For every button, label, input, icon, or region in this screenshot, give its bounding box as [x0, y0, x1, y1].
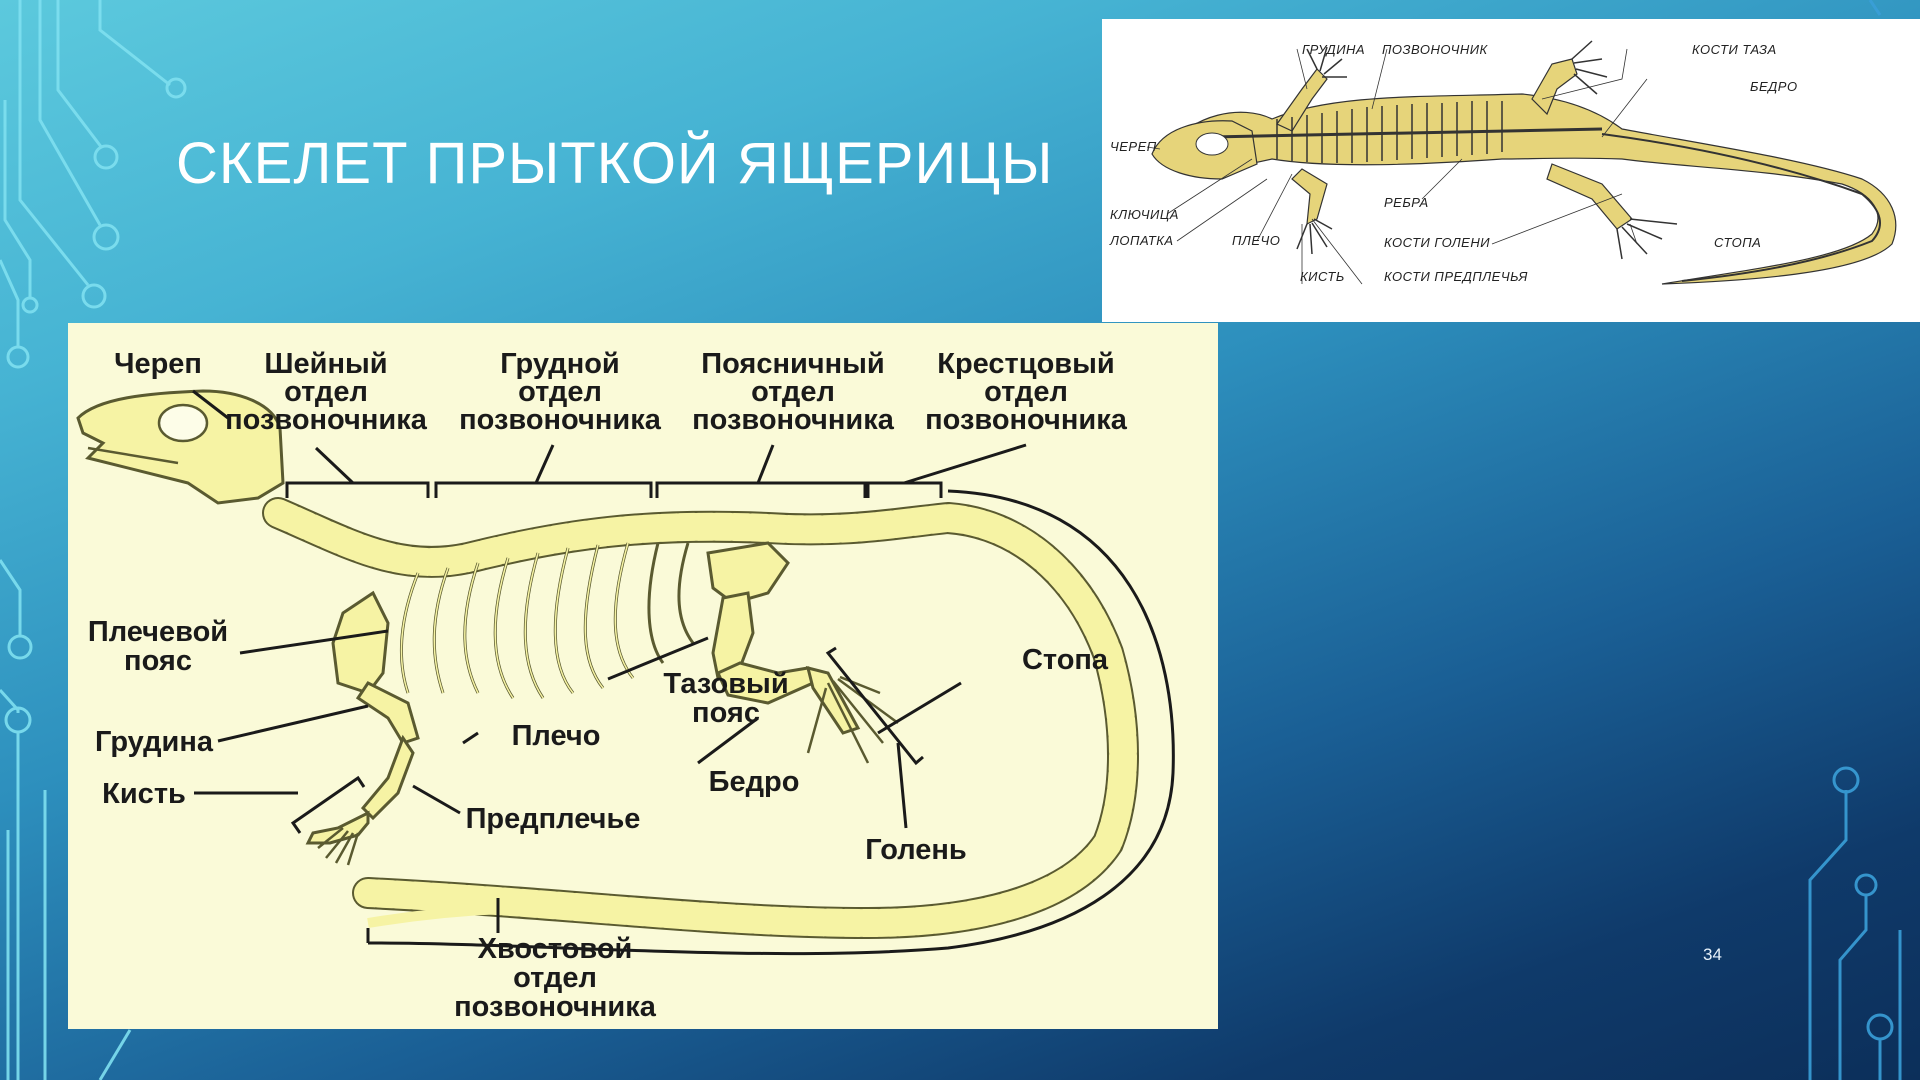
- label-pelvic-girdle-1: Тазовый: [663, 668, 788, 700]
- label-hand: Кисть: [102, 778, 186, 810]
- top-label-humerus: ПЛЕЧО: [1232, 233, 1280, 248]
- label-cervical-1: Шейный: [264, 348, 387, 380]
- label-sacral-2: отдел: [984, 376, 1068, 408]
- bracket-foot: [825, 646, 924, 766]
- hand: [305, 810, 370, 845]
- label-thoracic-3: позвоночника: [459, 404, 662, 436]
- skull-orbit: [157, 403, 209, 443]
- top-label-scapula: ЛОПАТКА: [1109, 233, 1174, 248]
- top-skull-orbit: [1195, 132, 1229, 156]
- label-sacral-3: позвоночника: [925, 404, 1128, 436]
- label-thoracic-1: Грудной: [500, 348, 620, 380]
- label-sternum: Грудина: [95, 726, 214, 758]
- label-foot: Стопа: [1022, 644, 1109, 676]
- top-label-shin: КОСТИ ГОЛЕНИ: [1384, 235, 1490, 250]
- label-femur: Бедро: [709, 766, 800, 798]
- top-label-forearm: КОСТИ ПРЕДПЛЕЧЬЯ: [1384, 269, 1528, 284]
- top-label-femur: БЕДРО: [1750, 79, 1798, 94]
- top-label-ribs: РЕБРА: [1384, 195, 1429, 210]
- label-humerus: Плечо: [512, 720, 601, 752]
- label-lumbar-2: отдел: [751, 376, 835, 408]
- forearm: [360, 734, 415, 821]
- top-label-pelvis: КОСТИ ТАЗА: [1692, 42, 1777, 57]
- pelvic-girdle: [706, 541, 790, 605]
- top-label-hand: КИСТЬ: [1300, 269, 1345, 284]
- label-shoulder-girdle-2: пояс: [124, 645, 192, 677]
- label-cervical-3: позвоночника: [225, 404, 428, 436]
- label-sacral-1: Крестцовый: [937, 348, 1114, 380]
- label-shin: Голень: [865, 834, 967, 866]
- label-cervical-2: отдел: [284, 376, 368, 408]
- lizard-skeleton-top-view-diagram: ГРУДИНА ПОЗВОНОЧНИК КОСТИ ТАЗА БЕДРО ЧЕР…: [1102, 19, 1920, 322]
- bracket-thoracic: [434, 481, 653, 498]
- tail-bracket-line: [367, 489, 1175, 956]
- label-forearm: Предплечье: [466, 803, 641, 835]
- bracket-hand: [290, 775, 366, 834]
- top-label-sternum: ГРУДИНА: [1302, 42, 1365, 57]
- label-tail-1: Хвостовой: [478, 933, 633, 965]
- top-label-clavicle: КЛЮЧИЦА: [1110, 207, 1179, 222]
- label-thoracic-2: отдел: [518, 376, 602, 408]
- top-label-spine: ПОЗВОНОЧНИК: [1382, 42, 1489, 57]
- label-lumbar-1: Поясничный: [701, 348, 885, 380]
- lizard-skeleton-side-view-diagram: Череп Шейный отдел позвоночника Грудной …: [68, 323, 1218, 1029]
- main-skeleton-svg: Череп Шейный отдел позвоночника Грудной …: [76, 348, 1175, 1023]
- label-shoulder-girdle-1: Плечевой: [88, 616, 228, 648]
- shoulder-girdle: [331, 590, 390, 695]
- top-skeleton-svg: ГРУДИНА ПОЗВОНОЧНИК КОСТИ ТАЗА БЕДРО ЧЕР…: [1109, 40, 1897, 285]
- skull: [76, 389, 285, 505]
- top-label-skull: ЧЕРЕП: [1110, 139, 1157, 154]
- slide-number: 34: [1703, 945, 1722, 964]
- top-label-foot: СТОПА: [1714, 235, 1761, 250]
- label-tail-2: отдел: [513, 962, 597, 994]
- label-pelvic-girdle-2: пояс: [692, 697, 760, 729]
- bracket-sacral: [866, 481, 943, 498]
- label-lumbar-3: позвоночника: [692, 404, 895, 436]
- bracket-cervical: [285, 481, 430, 498]
- label-skull: Череп: [114, 348, 202, 380]
- bracket-lumbar: [655, 481, 867, 498]
- slide-title: СКЕЛЕТ ПРЫТКОЙ ЯЩЕРИЦЫ: [176, 131, 1054, 196]
- label-tail-3: позвоночника: [454, 991, 657, 1023]
